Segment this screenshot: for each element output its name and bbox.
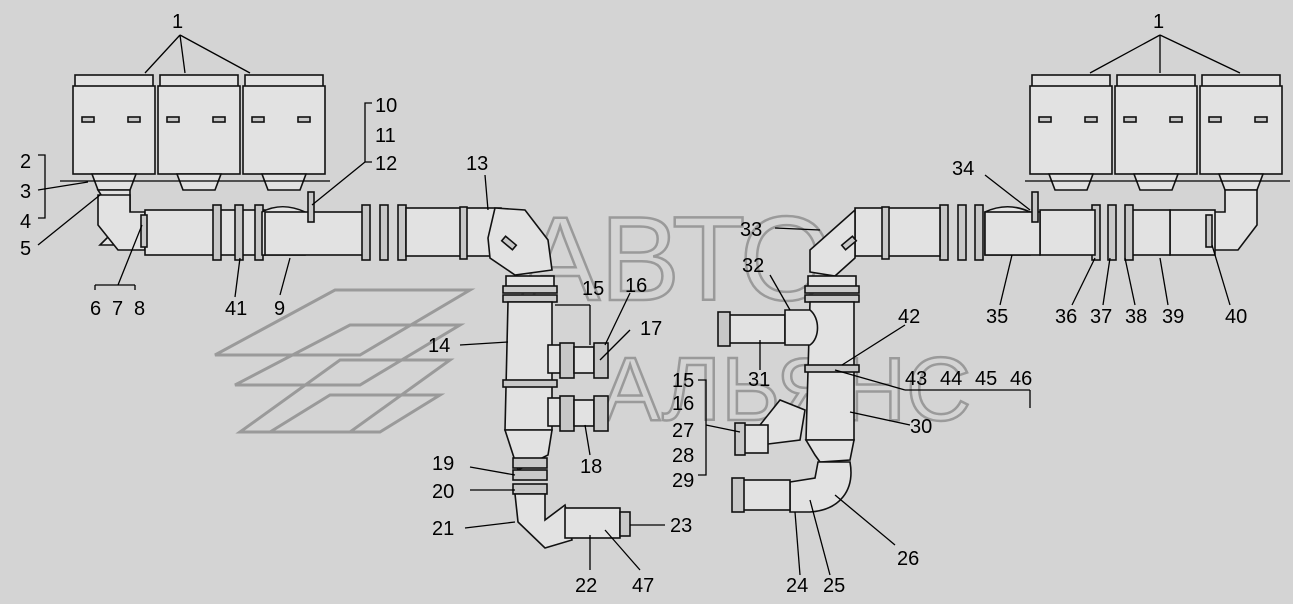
callout-27: 27 — [672, 420, 694, 442]
callout-12: 12 — [375, 153, 397, 175]
callout-28: 28 — [672, 445, 694, 467]
callout-8: 8 — [134, 298, 145, 320]
callout-11: 11 — [375, 125, 396, 147]
callout-30: 30 — [910, 416, 932, 438]
air-filter — [1029, 74, 1113, 191]
callout-22: 22 — [575, 575, 597, 597]
callout-10: 10 — [375, 95, 397, 117]
callout-29: 29 — [672, 470, 694, 492]
callout-6: 6 — [90, 298, 101, 320]
callout-19: 19 — [432, 453, 454, 475]
callout-20: 20 — [432, 481, 454, 503]
leader-lines — [37, 34, 1241, 576]
elbow-stub — [717, 309, 819, 347]
air-filter — [72, 74, 156, 191]
left-manifold-pipe — [96, 189, 502, 261]
callout-1: 1 — [172, 11, 183, 33]
callout-7: 7 — [112, 298, 123, 320]
air-filter — [242, 74, 326, 191]
callout-46: 46 — [1010, 368, 1032, 390]
callout-35: 35 — [986, 306, 1008, 328]
callout-15: 15 — [672, 370, 694, 392]
callout-37: 37 — [1090, 306, 1112, 328]
callout-21: 21 — [432, 518, 454, 540]
callout-47: 47 — [632, 575, 654, 597]
callout-4: 4 — [20, 211, 31, 233]
callout-17: 17 — [640, 318, 662, 340]
callout-38: 38 — [1125, 306, 1147, 328]
callout-42: 42 — [898, 306, 920, 328]
callout-40: 40 — [1225, 306, 1247, 328]
branch-pipe — [547, 395, 609, 432]
callout-41: 41 — [225, 298, 247, 320]
callout-24: 24 — [786, 575, 808, 597]
callout-45: 45 — [975, 368, 997, 390]
air-filter — [1114, 74, 1198, 191]
callout-14: 14 — [428, 335, 450, 357]
callout-44: 44 — [940, 368, 962, 390]
callout-3: 3 — [20, 181, 31, 203]
left-air-filter-bank — [60, 74, 330, 191]
callout-33: 33 — [740, 219, 762, 241]
watermark-line1: АВТО — [520, 192, 833, 326]
callout-43: 43 — [905, 368, 927, 390]
callout-34: 34 — [952, 158, 974, 180]
callout-23: 23 — [670, 515, 692, 537]
callout-32: 32 — [742, 255, 764, 277]
callout-26: 26 — [897, 548, 919, 570]
callout-2: 2 — [20, 151, 31, 173]
air-filter — [1199, 74, 1283, 191]
callout-25: 25 — [823, 575, 845, 597]
callout-18: 18 — [580, 456, 602, 478]
callout-5: 5 — [20, 238, 31, 260]
right-air-filter-bank — [1025, 74, 1290, 191]
callout-39: 39 — [1162, 306, 1184, 328]
callout-16: 16 — [625, 275, 647, 297]
callout-1: 1 — [1153, 11, 1164, 33]
air-filter — [157, 74, 241, 191]
callout-36: 36 — [1055, 306, 1077, 328]
callout-31: 31 — [748, 369, 770, 391]
callout-13: 13 — [466, 153, 488, 175]
watermark-logo — [214, 288, 476, 434]
callout-16: 16 — [672, 393, 694, 415]
callout-labels: 1 1 2 3 4 5 6 7 8 41 9 10 11 12 13 14 15… — [20, 11, 1247, 597]
callout-9: 9 — [274, 298, 285, 320]
left-downpipe — [487, 207, 631, 549]
right-manifold-pipe — [854, 189, 1258, 261]
callout-15: 15 — [582, 278, 604, 300]
right-downpipe — [717, 208, 860, 513]
branch-pipe — [547, 342, 609, 379]
